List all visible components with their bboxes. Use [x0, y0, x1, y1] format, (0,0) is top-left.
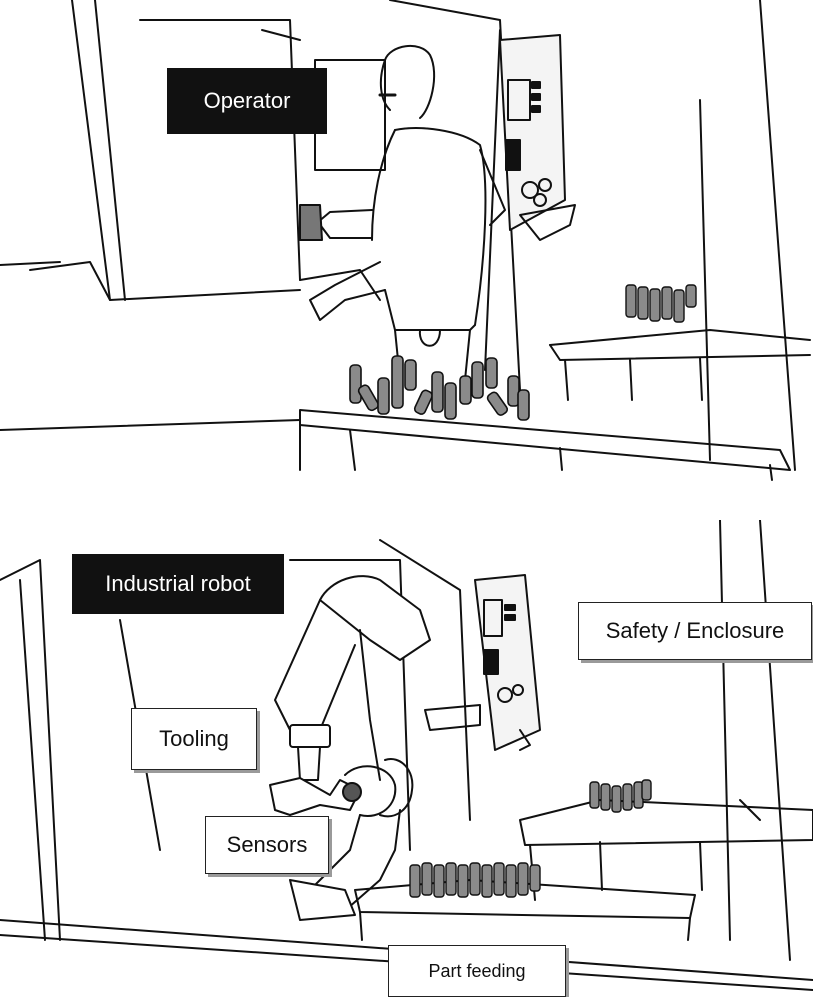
- industrial-robot-label: Industrial robot: [72, 554, 284, 614]
- operator-label: Operator: [167, 68, 327, 134]
- side-table: [520, 800, 813, 900]
- stacked-parts: [626, 285, 696, 322]
- robot-cell-panel: Industrial robot Tooling Safety / Enclos…: [0, 520, 813, 997]
- manual-operation-panel: Operator: [0, 0, 813, 490]
- loose-parts: [350, 356, 529, 420]
- sensors-label: Sensors: [205, 816, 329, 874]
- fed-parts-grid: [410, 863, 540, 897]
- manual-scene-illustration: [0, 0, 813, 490]
- robot-control-panel: [425, 575, 540, 750]
- operator-figure: [300, 46, 505, 380]
- safety-enclosure-label: Safety / Enclosure: [578, 602, 812, 660]
- control-panel: [500, 35, 575, 240]
- organized-parts-side: [590, 780, 651, 812]
- part-feeding-label: Part feeding: [388, 945, 566, 997]
- tooling-label: Tooling: [131, 708, 257, 770]
